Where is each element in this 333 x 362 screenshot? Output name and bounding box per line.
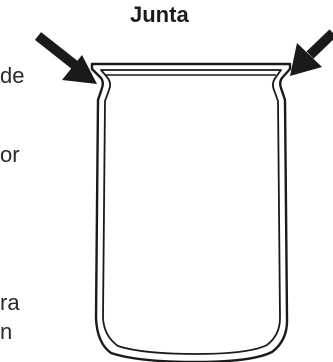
text-fragment-1: de <box>0 63 25 88</box>
text-fragment-4: n <box>0 319 13 344</box>
text-fragment-3: ra <box>0 290 20 315</box>
left-arrow-icon <box>34 32 97 84</box>
vessel-outer-outline <box>90 62 292 362</box>
text-fragment-2: or <box>0 142 20 167</box>
right-arrow-icon <box>290 29 333 76</box>
junta-label: Junta <box>130 2 189 27</box>
vessel-inner-outline <box>100 69 282 355</box>
